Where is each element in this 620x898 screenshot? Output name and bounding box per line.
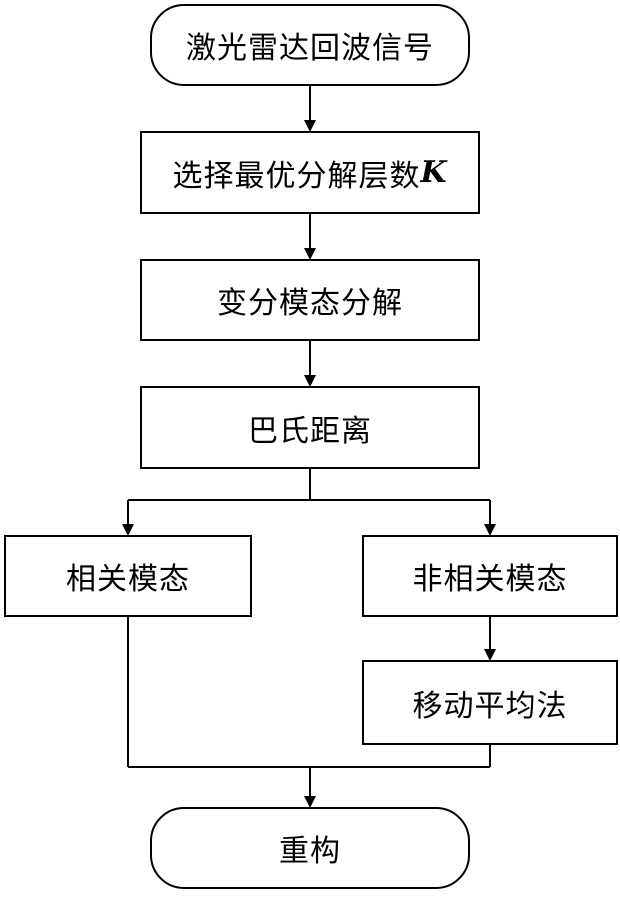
node-start-label: 激光雷达回波信号 bbox=[186, 23, 434, 67]
node-end: 重构 bbox=[150, 807, 470, 889]
node-moving-average-label: 移动平均法 bbox=[413, 681, 568, 725]
node-select-k: 选择最优分解层数K bbox=[140, 131, 480, 214]
node-bhattacharyya-distance: 巴氏距离 bbox=[140, 386, 480, 469]
node-vmd-label: 变分模态分解 bbox=[217, 278, 403, 322]
node-related-label: 相关模态 bbox=[66, 554, 190, 598]
node-select-k-variable: K bbox=[420, 155, 447, 190]
node-related-modes: 相关模态 bbox=[4, 535, 252, 617]
node-bhattacharyya-label: 巴氏距离 bbox=[248, 406, 372, 450]
node-start: 激光雷达回波信号 bbox=[150, 4, 470, 86]
node-select-k-label: 选择最优分解层数 bbox=[172, 151, 420, 195]
node-unrelated-modes: 非相关模态 bbox=[362, 535, 618, 617]
node-vmd: 变分模态分解 bbox=[140, 259, 480, 341]
node-end-label: 重构 bbox=[279, 826, 341, 870]
node-unrelated-label: 非相关模态 bbox=[413, 554, 568, 598]
node-moving-average: 移动平均法 bbox=[362, 660, 618, 745]
